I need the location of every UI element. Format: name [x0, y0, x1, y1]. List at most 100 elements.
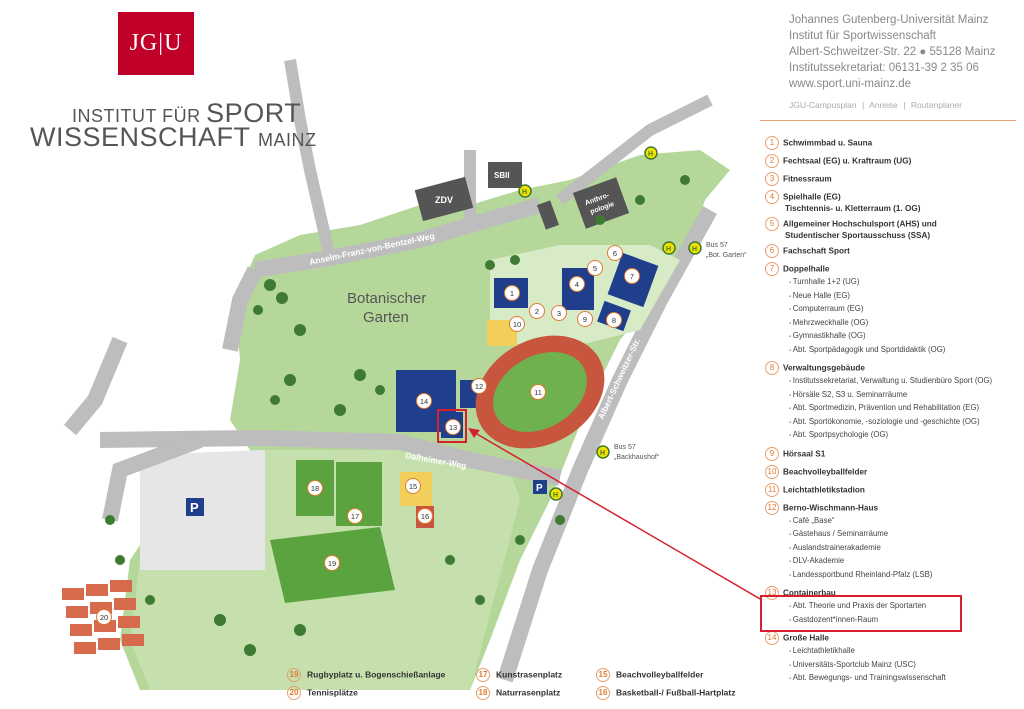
- legend-subitem: Institutssekretariat, Verwaltung u. Stud…: [789, 375, 1020, 389]
- pointer-line: [469, 429, 760, 600]
- bottom-legend-label: Basketball-/ Fußball-Hartplatz: [616, 687, 736, 698]
- legend-number: 3: [765, 172, 779, 186]
- marker-5-circle: [587, 260, 603, 276]
- bottom-legend-number: 19: [287, 668, 301, 682]
- zdv-label: ZDV: [435, 195, 453, 205]
- jgu-logo: JG|U: [118, 12, 194, 75]
- link-anreise[interactable]: Anreise: [869, 100, 898, 110]
- legend-subitem: DLV-Akademie: [789, 555, 1020, 569]
- legend-subitem: Abt. Sportpsychologie (OG): [789, 429, 1020, 443]
- marker-16-circle: [417, 508, 433, 524]
- legend-label: Verwaltungsgebäude: [783, 363, 865, 373]
- marker-19: 19: [328, 559, 336, 568]
- marker-6-circle: [607, 245, 623, 261]
- link-routenplaner[interactable]: Routenplaner: [910, 100, 962, 110]
- marker-11-circle: [530, 384, 546, 400]
- bottom-legend-label: Naturrasenplatz: [496, 687, 561, 698]
- link-campusplan[interactable]: JGU-Campusplan: [789, 100, 857, 110]
- marker-14-circle: [416, 393, 432, 409]
- legend-subitem: Mehrzweckhalle (OG): [789, 317, 1020, 331]
- legend-item: 7DoppelhalleTurnhalle 1+2 (UG)Neue Halle…: [765, 262, 1020, 357]
- marker-17: 17: [351, 512, 359, 521]
- bottom-legend-number: 16: [596, 686, 610, 700]
- legend-number: 13: [765, 586, 779, 600]
- marker-7: 7: [630, 272, 634, 281]
- legend-item: 13 ContainerbauAbt. Theorie und Praxis de…: [765, 586, 1020, 627]
- legend-label: Allgemeiner Hochschulsport (AHS) und: [783, 219, 937, 229]
- legend-label: Containerbau: [783, 588, 836, 598]
- legend-subitem: Gästehaus / Seminarräume: [789, 528, 1020, 542]
- legend-subitem: Gymnastikhalle (OG): [789, 330, 1020, 344]
- svg-text:H: H: [553, 492, 558, 499]
- legend-label-extra: Studentischer Sportausschuss (SSA): [785, 231, 931, 240]
- parking-icon-2-letter: P: [536, 483, 543, 494]
- legend-subitem: Abt. Theorie und Praxis der Sportarten: [789, 600, 1020, 614]
- legend-number: 8: [765, 361, 779, 375]
- marker-9-circle: [577, 311, 593, 327]
- sbii-building: [488, 162, 522, 188]
- bottom-legend-label: Tennisplätze: [307, 687, 358, 698]
- trees: [105, 175, 690, 656]
- legend-subitem: Abt. Sportmedizin, Prävention und Rehabi…: [789, 402, 1020, 416]
- legend-number: 12: [765, 500, 779, 515]
- svg-text:H: H: [692, 246, 697, 253]
- legend-subitem: Abt. Bewegungs- und Trainingswissenschaf…: [789, 672, 1020, 686]
- legend-subitem: Turnhalle 1+2 (UG): [789, 276, 1020, 290]
- marker-20: 20: [100, 613, 108, 622]
- parking-icon-letter: P: [190, 500, 199, 515]
- legend-label: Hörsaal S1: [783, 449, 826, 458]
- legend-label: Fitnessraum: [783, 174, 832, 184]
- legend-label: Beachvolleyballfelder: [783, 467, 868, 476]
- marker-14: 14: [420, 397, 428, 406]
- legend-subitem: Universitäts-Sportclub Mainz (USC): [789, 659, 1020, 673]
- legend-number: 7: [765, 262, 779, 276]
- containerbau-highlight: [760, 595, 962, 632]
- bus-label-2a: Bus 57: [614, 444, 636, 451]
- legend-subitem: Café „Base“: [789, 515, 1020, 529]
- marker-6: 6: [613, 249, 617, 258]
- legend-number: 4: [765, 190, 779, 204]
- legend-subitem: Neue Halle (EG): [789, 290, 1020, 304]
- legend-label: Große Halle: [783, 633, 829, 643]
- campus-map: ZDV SBII Anthro- pologie Anselm-Franz-vo…: [62, 59, 760, 690]
- legend-number: 14: [765, 631, 779, 645]
- legend-subitem: Gastdozent*innen-Raum: [789, 614, 1020, 628]
- legend-number: 9: [765, 446, 779, 461]
- legend-number: 2: [765, 154, 779, 168]
- bus-stop-icons: [518, 146, 702, 501]
- marker-13: 13: [449, 423, 457, 432]
- marker-9: 9: [583, 315, 587, 324]
- legend-number: 11: [765, 482, 779, 497]
- legend-label: Fachschaft Sport: [783, 246, 850, 256]
- website-link[interactable]: www.sport.uni-mainz.de: [789, 78, 912, 90]
- legend-subitem: Leichtathletikhalle: [789, 645, 1020, 659]
- bus-label-1b: „Bot. Garten“: [706, 252, 747, 259]
- marker-18: 18: [311, 484, 319, 493]
- bottom-legend-item: 16 Basketball-/ Fußball-Hartplatz: [596, 686, 736, 700]
- legend-item: 14 Große HalleLeichtathletikhalleUniversi…: [765, 631, 1020, 686]
- institute-line-2: WISSENSCHAFT MAINZ: [30, 122, 317, 152]
- marker-4-circle: [569, 276, 585, 292]
- legend-subitem: Auslandstrainerakademie: [789, 542, 1020, 556]
- marker-8: 8: [612, 316, 616, 325]
- marker-5: 5: [593, 264, 597, 273]
- address-block: Johannes Gutenberg-Universität Mainz Ins…: [789, 14, 996, 90]
- institute-line-1: INSTITUT FÜR SPORT: [72, 98, 302, 128]
- marker-13-circle: [445, 419, 461, 435]
- marker-20-circle: [96, 609, 112, 625]
- parking-icon-2: [533, 480, 547, 494]
- bus-label-2b: „Backhaushof“: [614, 454, 660, 461]
- anthropologie-building: [572, 177, 630, 229]
- legend-subitem: Abt. Sportpädagogik und Sportdidaktik (O…: [789, 344, 1020, 358]
